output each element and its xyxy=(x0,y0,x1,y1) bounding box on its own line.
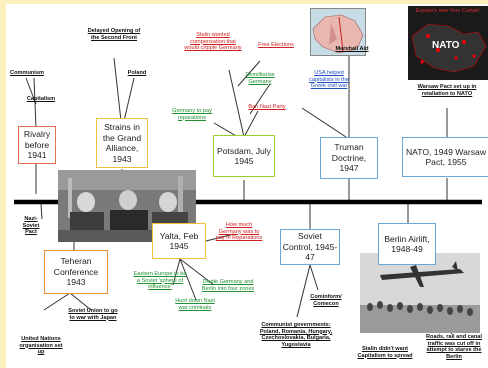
box-teheran: Teheran Conference 1943 xyxy=(44,250,108,294)
label-how-much: How much Germany was to pay in Reparatio… xyxy=(215,222,263,242)
label-hunt-nazi: Hunt down Nazi war criminals xyxy=(175,298,215,311)
berlin-airlift-photo xyxy=(360,253,480,333)
label-warsaw-set-up: Warsaw Pact set up in retaliation to NAT… xyxy=(417,84,477,97)
label-united-nations: United Nations organisation set up xyxy=(19,336,63,356)
map-title: Europe's new 'Iron Curtain' xyxy=(415,8,481,14)
label-demilitarise: Demilitarise Germany xyxy=(245,72,275,85)
label-poland: Poland xyxy=(127,70,147,76)
label-roads-rail: Roads, rail and canal traffic was cut of… xyxy=(426,334,482,360)
box-rivalry: Rivalry before 1941 xyxy=(18,126,56,164)
label-free-elections: Free Elections xyxy=(258,42,294,48)
berlin-airlift-image xyxy=(360,253,480,333)
nato-map: Europe's new 'Iron Curtain' NATO xyxy=(408,6,488,80)
box-strains: Strains in the Grand Alliance, 1943 xyxy=(96,118,148,168)
box-berlin: Berlin Airlift, 1948-49 xyxy=(378,223,436,265)
label-divide-germany: Divide Germany and Berlin into four zone… xyxy=(201,279,255,292)
box-nato: NATO, 1949 Warsaw Pact, 1955 xyxy=(402,137,488,177)
label-ban-nazi: Ban Nazi Party xyxy=(248,104,286,110)
label-usa-helped: USA helped capitalists in the Greek civi… xyxy=(309,70,349,90)
yalta-leaders-image xyxy=(58,170,196,242)
box-soviet: Soviet Control, 1945-47 xyxy=(280,229,340,265)
europe-map-image xyxy=(311,9,365,55)
label-cominform: Cominform/ Comecon xyxy=(310,294,342,307)
label-marshall: Marshall Aid xyxy=(335,46,369,52)
box-potsdam: Potsdam, July 1945 xyxy=(213,135,275,177)
label-eastern-europe: Eastern Europe to be a Soviet 'sphere of… xyxy=(133,271,187,291)
nato-map-image xyxy=(408,6,488,80)
diagram-canvas: Europe's new 'Iron Curtain' NATO Rivalry… xyxy=(6,4,488,368)
label-nazi-soviet: Nazi-Soviet Pact xyxy=(22,216,40,236)
nato-map-label: NATO xyxy=(432,40,460,51)
label-communist-govs: Communist governments: Poland, Romania, … xyxy=(259,322,333,348)
label-capitalism: Capitalism xyxy=(26,96,56,102)
label-germany-pay: Germany to pay reparations xyxy=(172,108,212,121)
label-stalin-compensation: Stalin wanted compensation that would cr… xyxy=(184,32,242,52)
box-yalta: Yalta, Feb 1945 xyxy=(152,223,206,259)
label-delayed-second-front: Delayed Opening of the Second Front xyxy=(87,28,141,41)
yalta-photo xyxy=(58,170,196,242)
box-truman: Truman Doctrine, 1947 xyxy=(320,137,378,179)
label-stalin-didnt: Stalin didn't want Capitalism to spread xyxy=(357,346,413,359)
europe-map xyxy=(310,8,366,56)
label-soviet-union-war: Soviet Union to go to war with Japan xyxy=(68,308,118,321)
label-communism: Communism xyxy=(10,70,44,76)
